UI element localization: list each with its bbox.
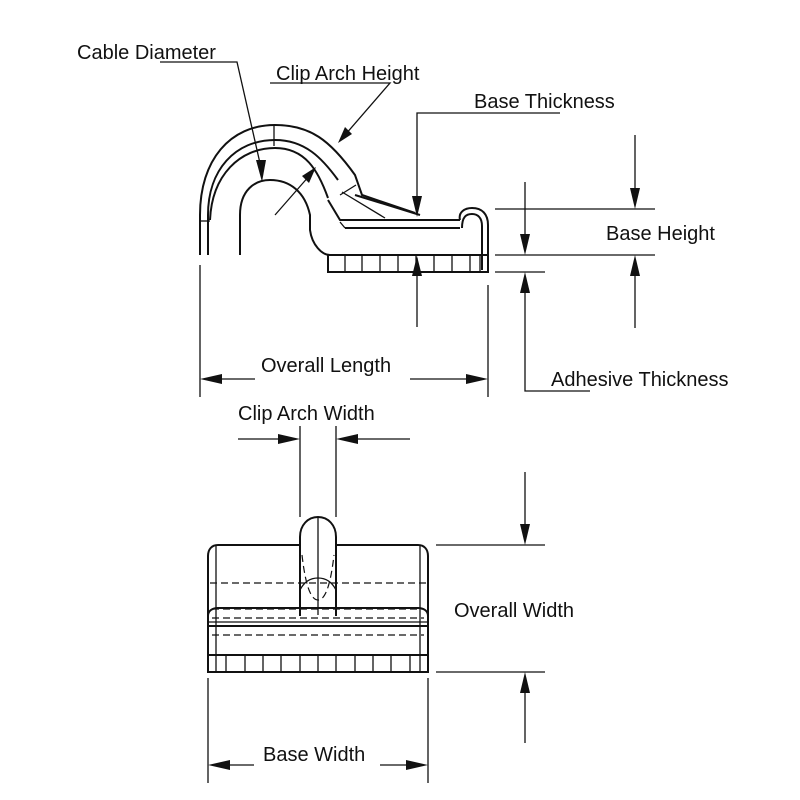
label-cable-diameter: Cable Diameter [77,42,216,64]
label-overall-length: Overall Length [261,355,391,377]
label-base-width: Base Width [263,744,365,766]
label-clip-arch-height: Clip Arch Height [276,63,420,85]
top-adhesive-ticks [215,655,421,672]
dimension-lines-side [160,61,655,397]
label-base-height: Base Height [606,223,715,245]
side-view-part [199,123,489,273]
label-adhesive-thickness: Adhesive Thickness [551,369,729,391]
label-clip-arch-width: Clip Arch Width [238,403,375,425]
label-base-thickness: Base Thickness [474,91,615,113]
dimension-lines-top [207,426,545,783]
label-overall-width: Overall Width [454,600,574,622]
adhesive-strip-ticks [344,255,481,272]
top-view-part [207,515,429,673]
